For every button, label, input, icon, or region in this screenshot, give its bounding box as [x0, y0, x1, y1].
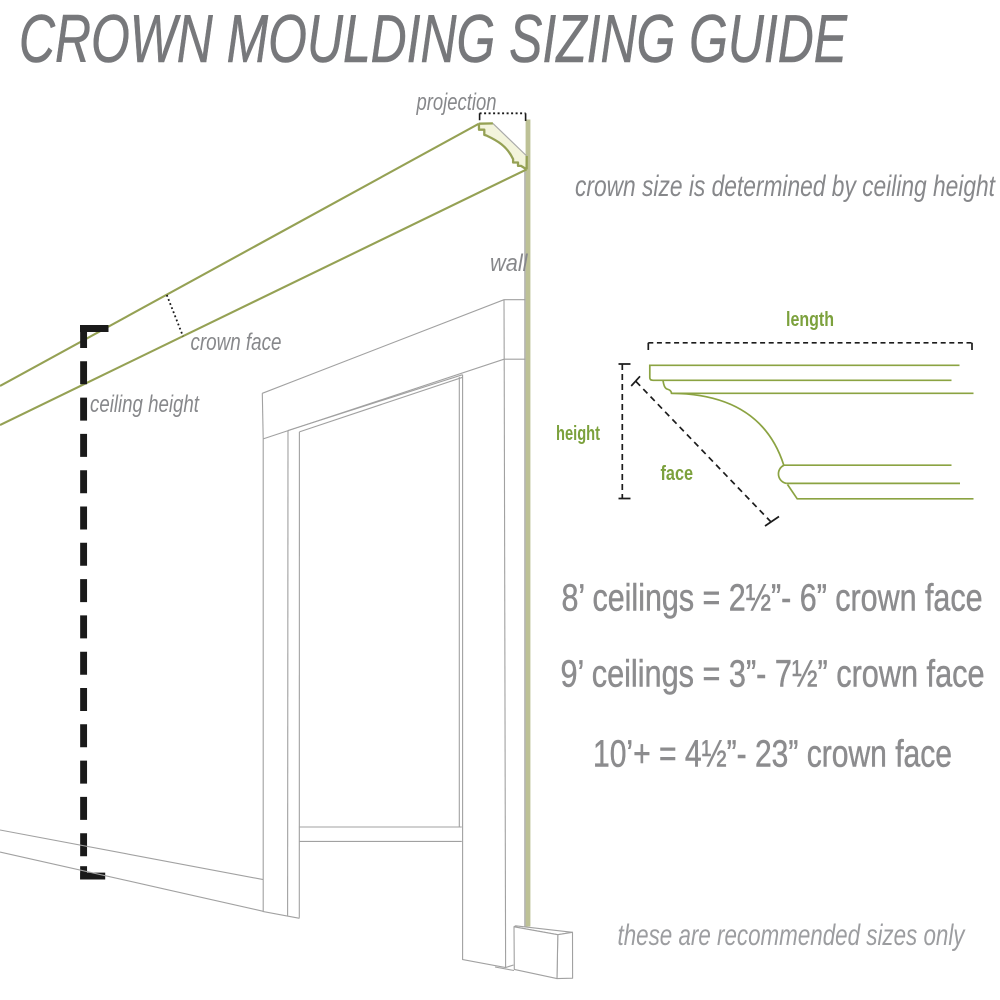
svg-text:projection: projection: [416, 89, 497, 116]
svg-text:ceiling height: ceiling height: [90, 391, 200, 418]
svg-text:face: face: [661, 463, 694, 485]
svg-text:wall: wall: [490, 250, 528, 277]
svg-text:9’ ceilings = 3”- 7½” crown fa: 9’ ceilings = 3”- 7½” crown face: [561, 654, 985, 696]
svg-text:crown face: crown face: [191, 329, 282, 356]
svg-text:these are recommended sizes on: these are recommended sizes only: [618, 919, 966, 952]
svg-text:height: height: [556, 423, 600, 445]
svg-text:crown size is determined by ce: crown size is determined by ceiling heig…: [575, 170, 996, 203]
svg-text:8’ ceilings = 2½”- 6” crown fa: 8’ ceilings = 2½”- 6” crown face: [562, 578, 983, 620]
svg-text:10’+ = 4½”- 23” crown face: 10’+ = 4½”- 23” crown face: [593, 734, 952, 776]
svg-text:length: length: [786, 309, 834, 331]
svg-text:CROWN MOULDING SIZING GUIDE: CROWN MOULDING SIZING GUIDE: [19, 1, 847, 77]
